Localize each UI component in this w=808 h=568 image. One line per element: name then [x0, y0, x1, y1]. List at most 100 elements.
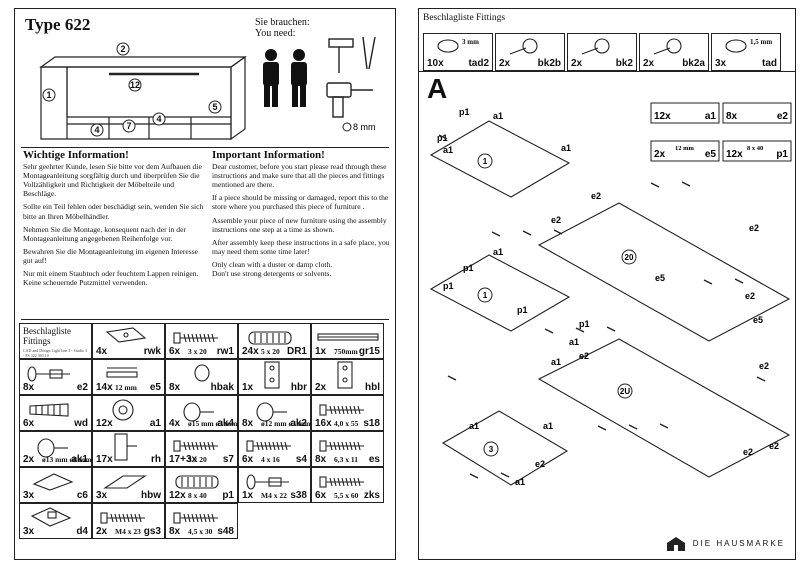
fittings-note: CAD and Design Light line 3 - Studio 3 -… — [23, 348, 87, 358]
fitting-code: ak2 — [290, 418, 307, 429]
screw-mark — [438, 134, 448, 140]
fitting-code: s7 — [222, 454, 234, 465]
shelf-support-icon — [581, 38, 610, 55]
callout-label: p1 — [579, 319, 590, 329]
fitting-code: rh — [151, 454, 161, 465]
bolt-icon — [27, 366, 70, 382]
fitting-qty: 8x — [315, 454, 327, 465]
part-number: 7 — [126, 121, 131, 131]
fitting-qty: 2x — [23, 454, 35, 465]
fitting-qty: 6x — [315, 490, 327, 501]
screw-mark — [703, 279, 713, 285]
fitting-code: e2 — [76, 382, 88, 393]
fitting-code: wd — [74, 418, 88, 429]
hook-icon — [114, 433, 137, 461]
info-paragraph: After assembly keep these instructions i… — [212, 237, 390, 256]
fitting-code: gs3 — [143, 526, 161, 537]
fitting-qty: 24x — [242, 346, 259, 357]
step-label: A — [427, 73, 448, 104]
fitting-code: hbr — [290, 382, 307, 393]
info-heading-en: Important Information! — [212, 149, 325, 161]
fitting-code: rw1 — [216, 346, 234, 357]
fitting-qty: 2x — [315, 382, 327, 393]
fitting-qty: 1x — [242, 382, 254, 393]
callout-label: p1 — [517, 305, 528, 315]
fitting-qty: 4x — [169, 418, 181, 429]
fitting-size: 750mm — [334, 347, 358, 356]
fitting-qty: 8x — [169, 526, 181, 537]
fitting-code: DR1 — [286, 346, 307, 357]
fitting-size: ø12 mm ø3 mm — [261, 419, 311, 428]
callout-label: p1 — [443, 281, 454, 291]
panel — [429, 120, 571, 198]
screw-mark — [734, 278, 744, 284]
fitting-code: ak4 — [217, 418, 234, 429]
fitting-qty: 12x — [96, 418, 113, 429]
fitting-qty: 3x — [715, 58, 727, 69]
brand-name: DIE HAUSMARKE — [692, 539, 785, 549]
fitting-code: d4 — [76, 526, 88, 537]
callout-label: a1 — [543, 421, 553, 431]
info-paragraph: Bewahren Sie die Montageanleitung im eig… — [23, 246, 199, 265]
fitting-qty: 2x — [499, 58, 511, 69]
callout-label: a1 — [515, 477, 525, 487]
callout-label: a1 — [493, 247, 503, 257]
fittings-heading: Beschlagliste Fittings — [423, 13, 506, 23]
fitting-size: ø13 mm ø8 mm — [42, 455, 92, 464]
screw-mark — [681, 181, 691, 187]
fitting-item: 8x e2 — [19, 359, 92, 395]
fitting-qty: 8x — [23, 382, 35, 393]
part-number: 12 — [130, 80, 140, 90]
part-number: 1 — [46, 90, 51, 100]
fitting-code: hbak — [210, 382, 234, 393]
fitting-code: tad — [762, 58, 777, 69]
fitting-code: bk2 — [615, 58, 633, 69]
callout-label: a1 — [493, 111, 503, 121]
wall-plug-icon — [29, 403, 69, 417]
pad-icon — [437, 39, 459, 53]
info-paragraph: Only clean with a duster or damp cloth. … — [212, 259, 333, 279]
fitting-item: 2x bk2b — [495, 33, 565, 71]
part-number: 1 — [483, 291, 488, 300]
fitting-size: 6,3 x 11 — [334, 455, 358, 464]
fitting-code: bk2b — [537, 58, 561, 69]
screw-icon — [173, 512, 218, 524]
callout-label: e2 — [745, 291, 755, 301]
screw-mark — [491, 231, 501, 237]
callout-label: e2 — [535, 459, 545, 469]
fitting-size: 12 mm — [675, 145, 695, 152]
info-paragraph: Assemble your piece of new furniture usi… — [212, 215, 387, 234]
callout-label: e5 — [655, 273, 665, 283]
fitting-code: p1 — [222, 490, 234, 501]
callout-label: e2 — [743, 447, 753, 457]
fitting-qty: 12x — [169, 490, 186, 501]
fitting-qty: 2x — [96, 526, 108, 537]
fitting-code: tad2 — [468, 58, 489, 69]
info-heading-de: Wichtige Information! — [23, 149, 129, 161]
fitting-size: 3 x 20 — [188, 347, 207, 356]
fitting-item — [722, 140, 792, 162]
screw-mark — [553, 229, 563, 235]
callout-label: p1 — [463, 263, 474, 273]
fitting-code: bk2a — [682, 58, 705, 69]
hinge-bracket-icon — [337, 361, 353, 389]
hinge-bracket-icon — [264, 361, 280, 389]
info-paragraph: Sollte ein Teil fehlen oder beschädigt s… — [23, 202, 204, 221]
left-page: Type 622 1 2 12 4 7 4 5 — [14, 8, 396, 560]
pad-icon — [725, 39, 747, 53]
fitting-code: s4 — [295, 454, 307, 465]
bolt-icon — [246, 474, 289, 490]
screw-mark — [544, 328, 554, 334]
